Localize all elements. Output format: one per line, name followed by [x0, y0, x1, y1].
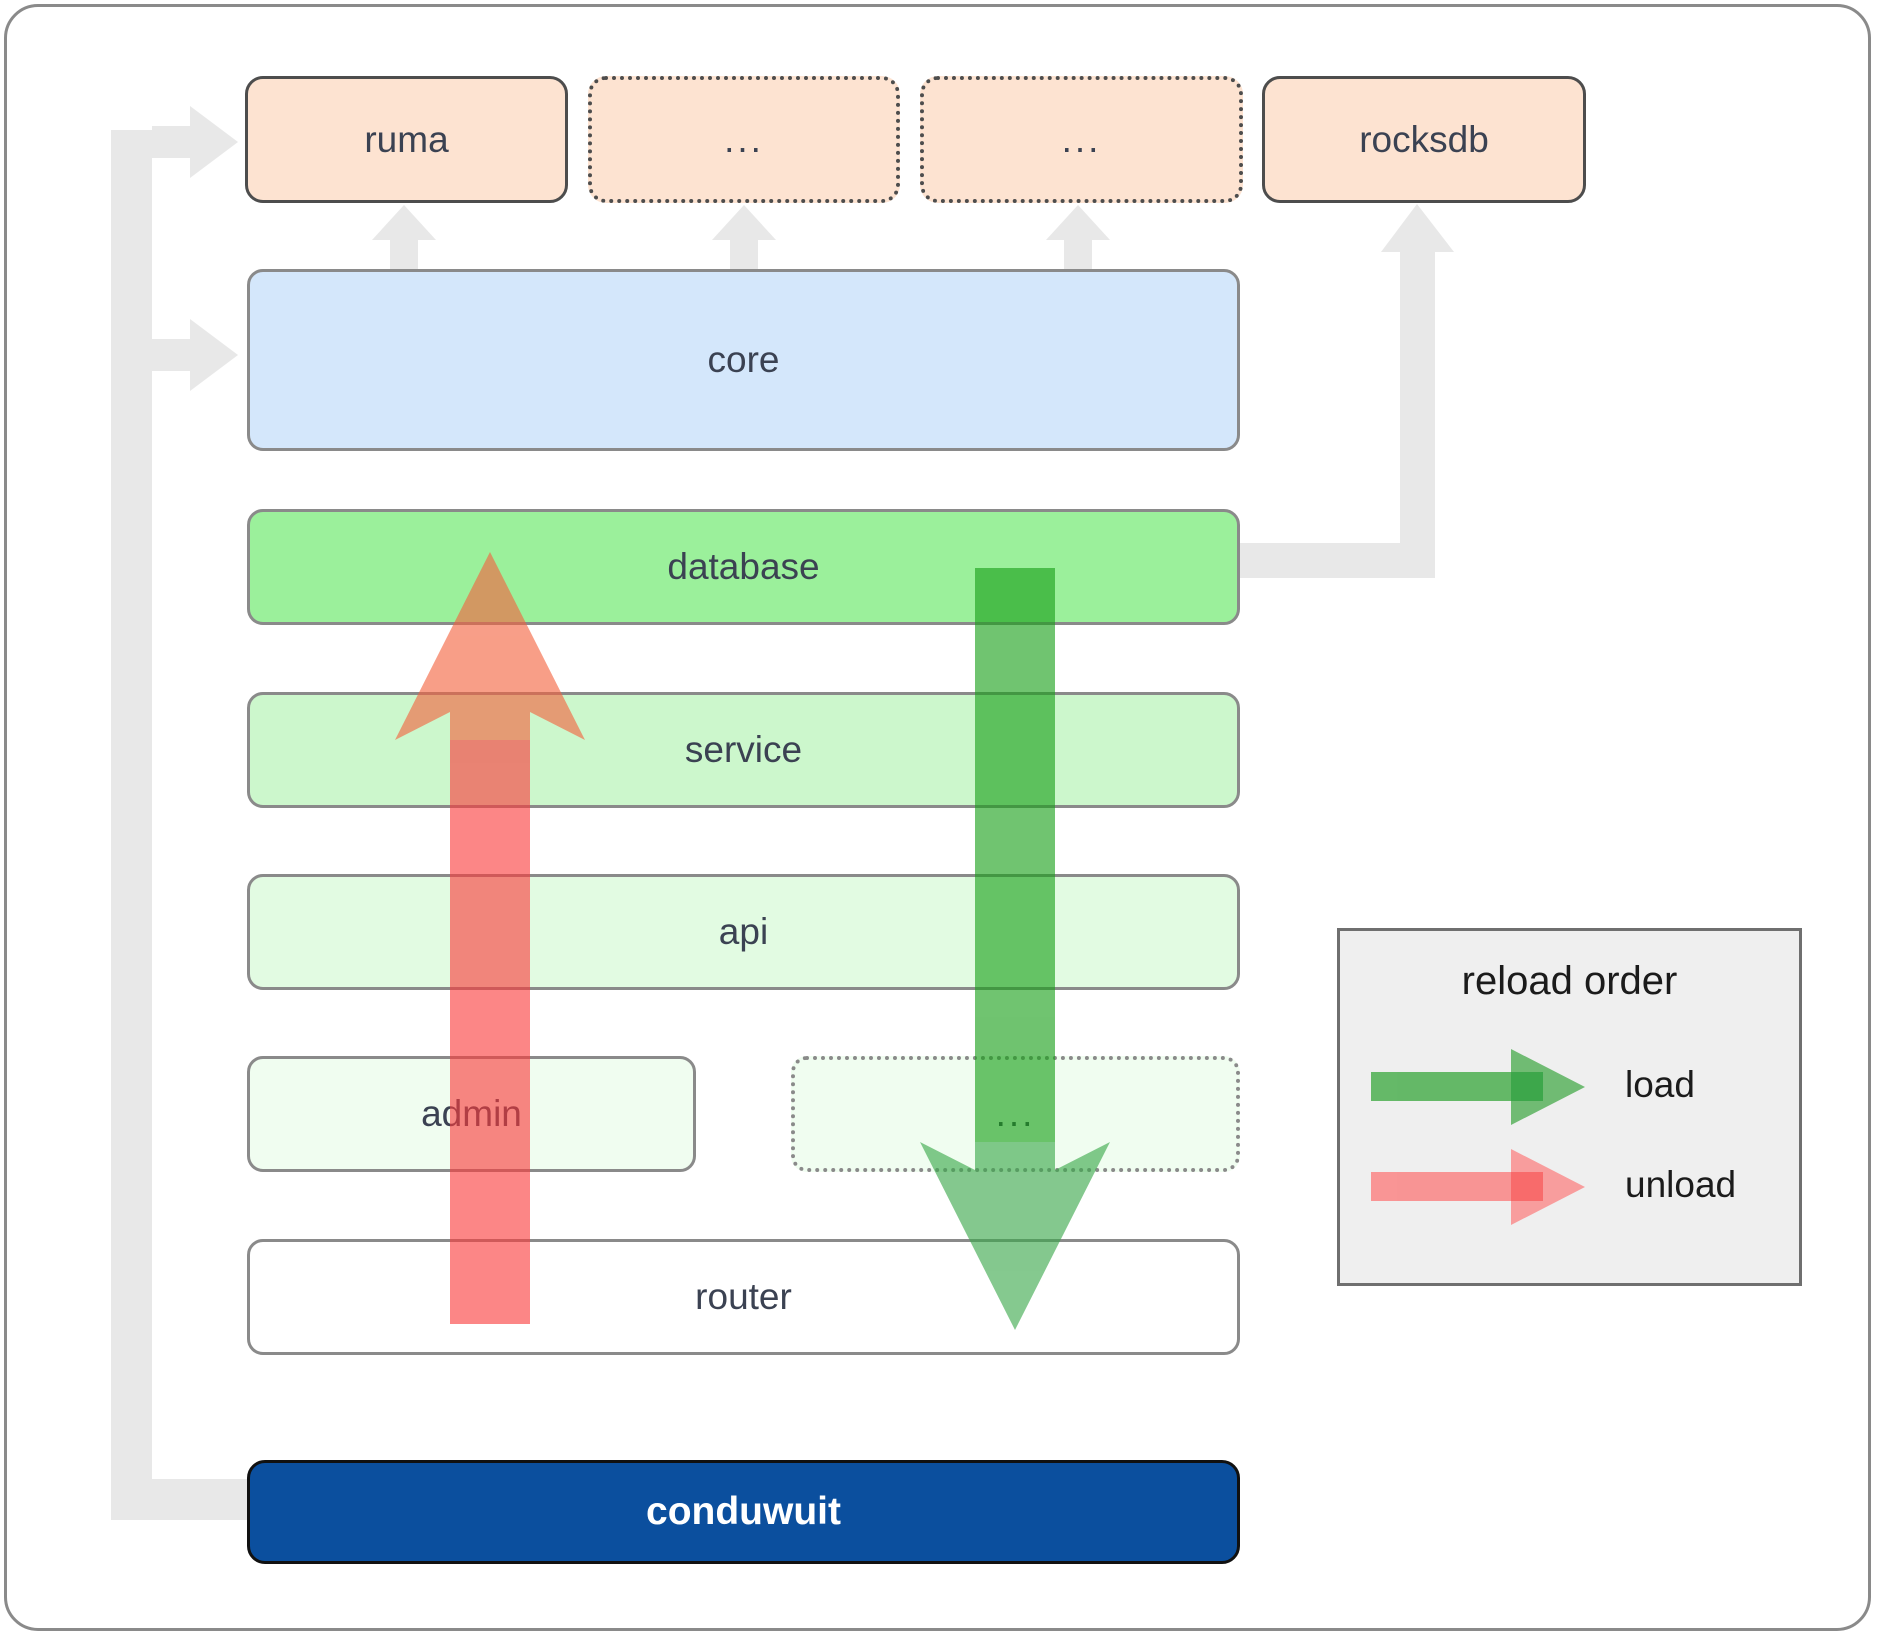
- legend-label-load: load: [1625, 1064, 1695, 1105]
- layer-database-label: database: [667, 546, 820, 587]
- legend-arrows: [1371, 1049, 1585, 1225]
- legend-label-unload: unload: [1625, 1164, 1737, 1205]
- diagram-frame: [4, 4, 1871, 1631]
- layer-admin-label: admin: [421, 1093, 522, 1134]
- legend-load-arrow: [1371, 1049, 1585, 1125]
- layer-router-label: router: [695, 1276, 792, 1317]
- layer-admin[interactable]: admin: [247, 1056, 696, 1172]
- package-dots-2-label: ...: [1061, 118, 1102, 160]
- layer-dots[interactable]: ...: [791, 1056, 1240, 1172]
- root-conduwuit[interactable]: conduwuit: [247, 1460, 1240, 1564]
- layer-database[interactable]: database: [247, 509, 1240, 625]
- legend-title: reload order: [1461, 959, 1678, 1003]
- package-rocksdb-label: rocksdb: [1359, 118, 1489, 160]
- layer-api[interactable]: api: [247, 874, 1240, 990]
- layer-dots-label: ...: [995, 1093, 1036, 1134]
- layer-service[interactable]: service: [247, 692, 1240, 808]
- package-dots-1-label: ...: [724, 118, 764, 160]
- core-label: core: [707, 339, 780, 380]
- root-conduwuit-label: conduwuit: [646, 1490, 841, 1533]
- layer-router[interactable]: router: [247, 1239, 1240, 1355]
- package-dots-2[interactable]: ...: [920, 76, 1243, 203]
- core-box[interactable]: core: [247, 269, 1240, 451]
- layer-service-label: service: [684, 729, 803, 770]
- package-ruma-label: ruma: [364, 118, 449, 160]
- package-rocksdb[interactable]: rocksdb: [1262, 76, 1586, 203]
- package-ruma[interactable]: ruma: [245, 76, 568, 203]
- layer-api-label: api: [718, 911, 769, 952]
- package-dots-1[interactable]: ...: [588, 76, 900, 203]
- legend-panel: reload order load unload: [1337, 928, 1802, 1286]
- legend-unload-arrow: [1371, 1149, 1585, 1225]
